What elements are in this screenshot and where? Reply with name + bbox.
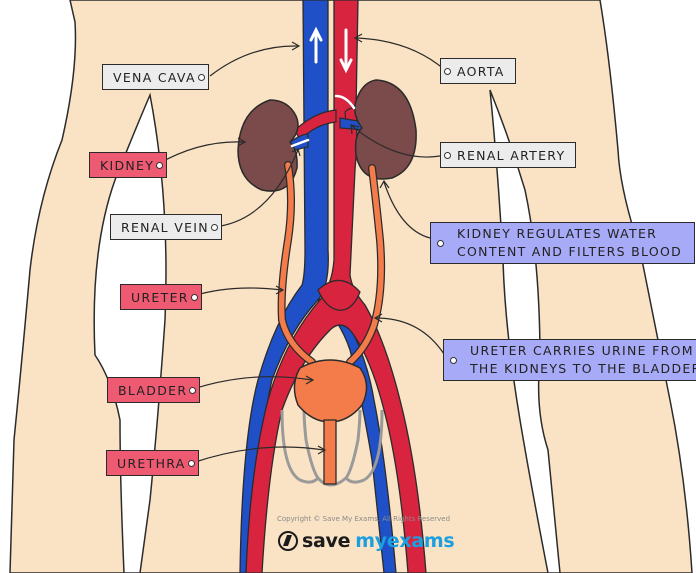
leader-kidney-note: [383, 181, 431, 239]
ureter-note-line2: THE KIDNEYS TO THE BLADDER: [470, 361, 696, 376]
vena-cava-label: VENA CAVA: [102, 64, 209, 90]
bladder-label: BLADDER: [107, 377, 201, 403]
brand-save: save: [302, 530, 351, 552]
renal-artery-label-text: RENAL ARTERY: [457, 147, 566, 163]
vena-cava-flow-arrow: [309, 26, 323, 64]
brand-my: my: [355, 530, 387, 552]
tag-hole-icon: [444, 151, 451, 159]
tag-hole-icon: [189, 386, 197, 394]
tag-hole-icon: [197, 73, 205, 81]
leader-bladder: [189, 376, 313, 391]
leader-aorta: [355, 37, 446, 71]
tag-hole-icon: [187, 459, 195, 467]
urethra-label: URETHRA: [106, 450, 199, 476]
renal-artery-label: RENAL ARTERY: [440, 142, 577, 168]
lightning-logo-icon: [278, 531, 298, 551]
bladder: [293, 359, 368, 423]
ureter-note-line1: URETER CARRIES URINE FROM: [470, 343, 694, 358]
urethra-label-text: URETHRA: [117, 455, 186, 471]
tag-hole-icon: [437, 239, 444, 247]
kidney-label-text: KIDNEY: [100, 157, 155, 173]
renal-vein-label: RENAL VEIN: [110, 214, 222, 240]
right-kidney: [354, 79, 417, 180]
renal-vein-label-text: RENAL VEIN: [121, 219, 209, 235]
kidney-note-line2: CONTENT AND FILTERS BLOOD: [457, 244, 683, 259]
ureter-label-text: URETER: [131, 289, 189, 305]
leader-renal-artery: [351, 125, 446, 158]
copyright-text: Copyright © Save My Exams. All Rights Re…: [277, 515, 451, 523]
tag-hole-icon: [190, 293, 198, 301]
leader-renal-vein: [212, 149, 299, 228]
leader-ureter-note: [375, 317, 445, 355]
ureter-note-label: URETER CARRIES URINE FROM THE KIDNEYS TO…: [443, 339, 696, 381]
kidney-label: KIDNEY: [89, 152, 168, 178]
brand-logo: save my exams: [278, 530, 455, 552]
vena-cava-label-text: VENA CAVA: [113, 69, 196, 85]
tag-hole-icon: [450, 356, 457, 364]
kidney-note-label: KIDNEY REGULATES WATER CONTENT AND FILTE…: [430, 222, 696, 264]
aorta-bifurcation: [317, 279, 361, 311]
renal-artery-flow-arrow: [334, 94, 356, 110]
aorta-label-text: AORTA: [457, 63, 505, 79]
aorta-label: AORTA: [440, 58, 516, 84]
urethra: [323, 419, 337, 485]
leader-vena-cava: [209, 45, 299, 77]
bladder-label-text: BLADDER: [118, 382, 188, 398]
aorta-flow-arrow: [339, 28, 353, 74]
renal-vein-flow-arrow: [290, 138, 310, 148]
pelvis-outline: [280, 409, 384, 487]
brand-exams: exams: [386, 530, 455, 552]
tag-hole-icon: [156, 161, 164, 169]
tag-hole-icon: [210, 223, 218, 231]
tag-hole-icon: [444, 67, 451, 75]
leader-urethra: [191, 446, 325, 464]
kidney-note-line1: KIDNEY REGULATES WATER: [457, 226, 658, 241]
left-kidney: [237, 99, 299, 192]
ureter-label: URETER: [120, 284, 202, 310]
